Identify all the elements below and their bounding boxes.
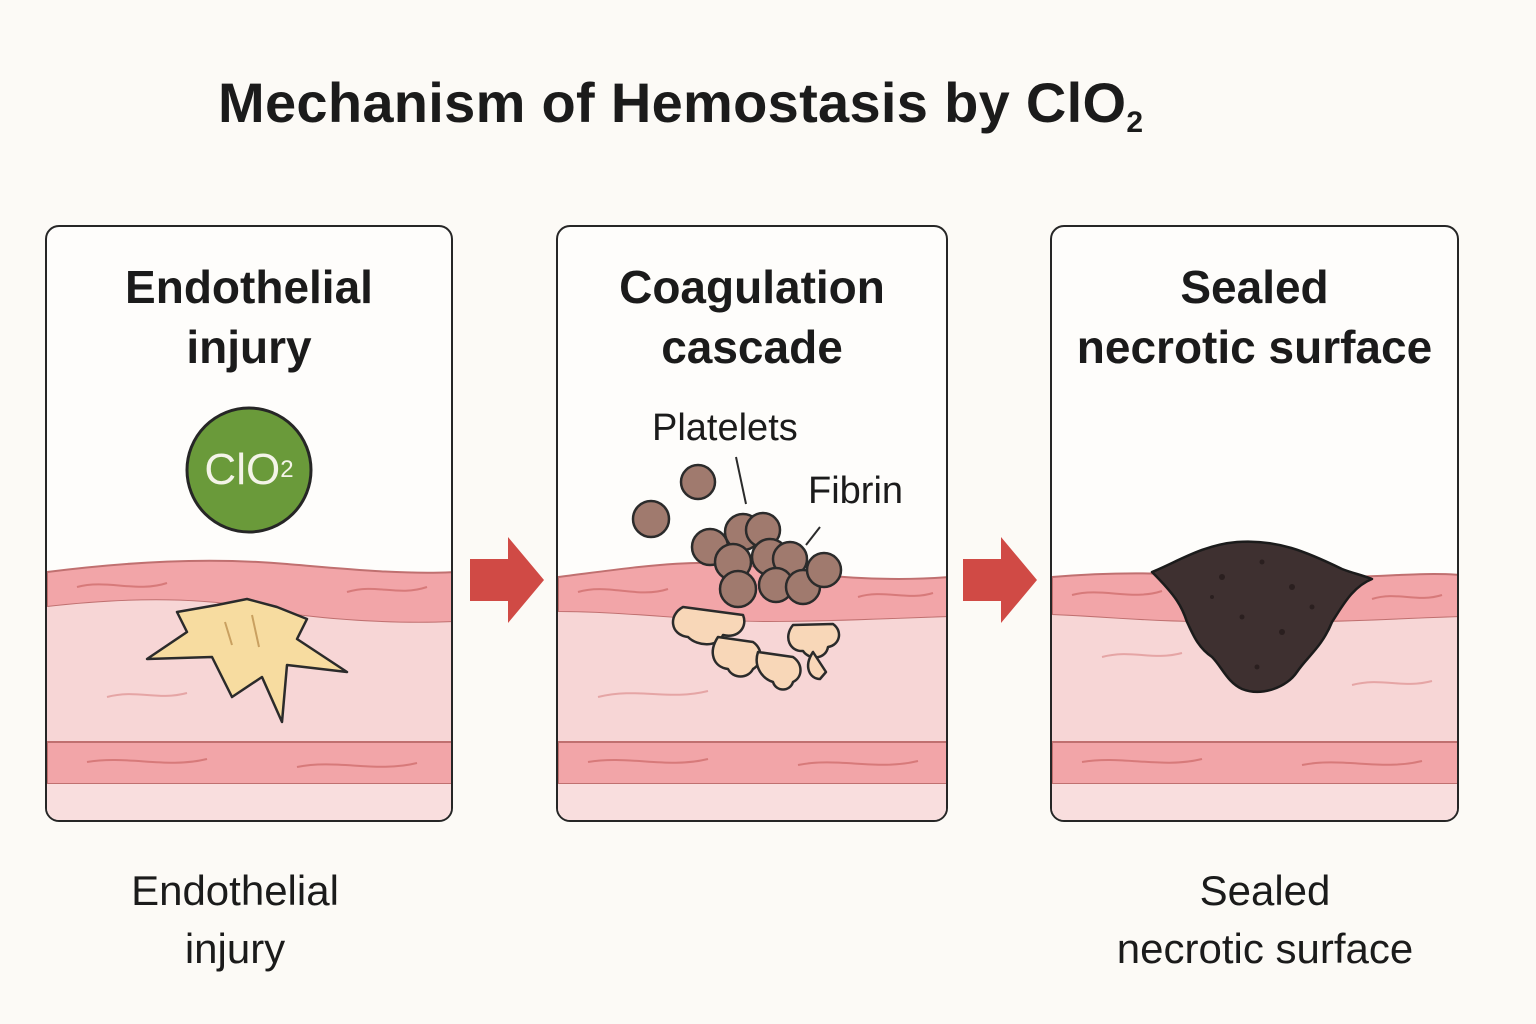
fibrin-label: Fibrin: [808, 470, 904, 512]
panel-sealed-necrotic-surface: Sealed necrotic surface: [1050, 225, 1459, 822]
panel-3-illustration: [1052, 540, 1457, 820]
panel-coagulation-cascade: Coagulation cascade Platelets Fibrin: [556, 225, 948, 822]
panel-1-illustration: [47, 559, 451, 820]
caption-endothelial-injury: Endothelial injury: [131, 867, 339, 972]
platelets-label: Platelets: [652, 407, 798, 449]
injury-star: [145, 597, 349, 724]
caption-sealed-necrotic-surface: Sealed necrotic surface: [1116, 867, 1414, 972]
fibrin-strands: [671, 605, 841, 691]
panel-1-title: Endothelial injury: [125, 261, 373, 373]
necrotic-plug: [1150, 540, 1374, 694]
diagram-title: Mechanism of Hemostasis by ClO2: [218, 71, 1144, 139]
panel-3-title: Sealed necrotic surface: [1076, 261, 1433, 373]
title-subscript: 2: [1126, 106, 1144, 139]
clo2-badge: [185, 406, 313, 534]
platelet-cluster: [631, 463, 843, 609]
panel-2-title: Coagulation cascade: [619, 261, 885, 373]
arrow-1-icon: [470, 537, 544, 623]
arrow-2-icon: [963, 537, 1037, 623]
panel-2-illustration: [558, 456, 946, 820]
